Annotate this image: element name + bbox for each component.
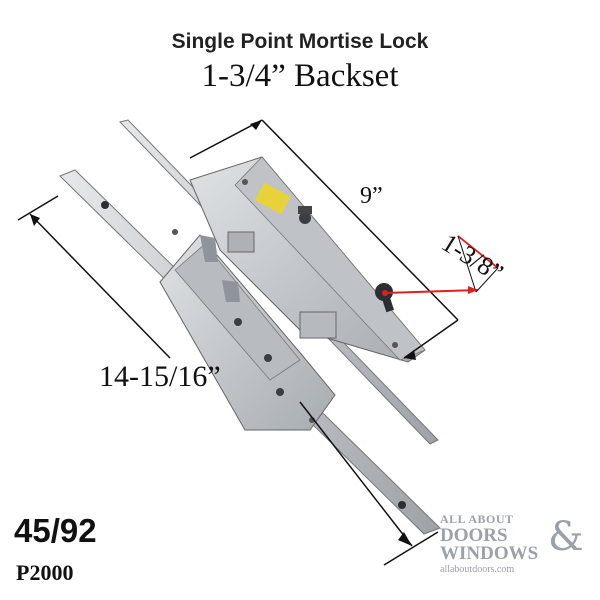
brand-line1: ALL ABOUT	[440, 512, 514, 526]
brand-ampersand: &	[548, 514, 584, 560]
brand-watermark: ALL ABOUT & DOORS WINDOWS allaboutdoors.…	[440, 512, 590, 575]
warning-label	[254, 182, 291, 215]
latch-bolt	[299, 311, 337, 339]
backset-dimension	[382, 235, 499, 296]
lock-left	[59, 169, 441, 535]
dimension-body-length: 9”	[360, 183, 383, 209]
lock-right	[119, 119, 439, 445]
brand-line2: DOORS	[440, 525, 508, 546]
product-code-main: 45/92	[14, 512, 97, 549]
brand-url: allaboutdoors.com	[440, 564, 515, 575]
dimension-overall-length: 14-15/16”	[99, 360, 221, 393]
page-subtitle: 1-3/4” Backset	[201, 58, 399, 94]
product-code-sub: P2000	[16, 560, 74, 585]
page-title: Single Point Mortise Lock	[171, 30, 429, 53]
brand-line3: WINDOWS	[440, 543, 539, 564]
dimension-lines	[17, 119, 459, 566]
